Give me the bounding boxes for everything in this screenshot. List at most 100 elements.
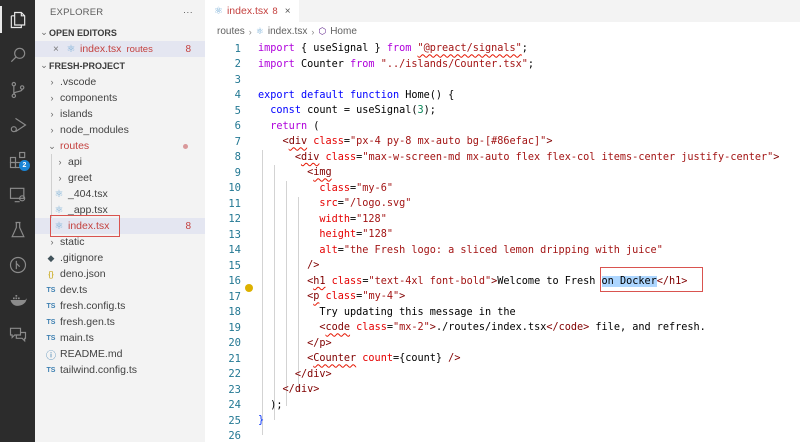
code-line: 3 — [234, 73, 241, 86]
testing-icon — [10, 221, 25, 237]
close-icon[interactable]: × — [53, 43, 59, 55]
problem-count: 8 — [185, 43, 191, 55]
code-line: 8 <div class="max-w-screen-md mx-auto fl… — [234, 151, 780, 164]
indent-guide — [298, 197, 299, 391]
tree-item-node-modules[interactable]: ›node_modules — [35, 122, 205, 138]
tab-index-tsx[interactable]: ⚛ index.tsx 8 × — [205, 0, 299, 22]
testing-button[interactable] — [0, 212, 35, 247]
tree-item-404[interactable]: ⚛_404.tsx — [54, 188, 108, 200]
breadcrumb-routes[interactable]: routes — [217, 26, 245, 37]
docker-icon — [10, 294, 27, 306]
react-file-icon: ⚛ — [66, 43, 76, 55]
breadcrumb-file[interactable]: index.tsx — [267, 26, 308, 37]
code-line: 6 return ( — [234, 120, 320, 133]
chevron-right-icon: › — [311, 26, 315, 37]
chat-button[interactable] — [0, 317, 35, 352]
project-label: FRESH-PROJECT — [49, 60, 126, 71]
extensions-button[interactable]: 2 — [0, 142, 35, 177]
code-line: 9 <img — [234, 166, 332, 179]
code-line: 18 Try updating this message in the — [228, 306, 516, 319]
chevron-right-icon: › — [50, 109, 54, 119]
code-line: 15 /> — [228, 259, 320, 272]
more-actions-button[interactable]: ··· — [182, 6, 193, 18]
breadcrumb-symbol[interactable]: Home — [330, 26, 357, 37]
breadcrumb: routes › ⚛ index.tsx › ⬡ Home — [205, 22, 800, 41]
file-tree: ›.vscode ›components ›islands ›node_modu… — [35, 74, 205, 378]
tree-item-components[interactable]: ›components — [35, 90, 205, 106]
remote-explorer-icon — [9, 187, 25, 202]
code-line: 21 <Counter count={count} /> — [228, 352, 461, 365]
tree-item-static[interactable]: ›static — [35, 234, 205, 250]
source-control-button[interactable] — [0, 72, 35, 107]
files-icon — [10, 11, 25, 28]
search-button[interactable] — [0, 37, 35, 72]
code-line: 23 </div> — [228, 383, 320, 396]
tree-item-vscode[interactable]: ›.vscode — [35, 74, 205, 90]
indent-guide — [51, 154, 52, 234]
symbol-method-icon: ⬡ — [318, 26, 327, 36]
chevron-right-icon: › — [50, 93, 54, 103]
chevron-right-icon: › — [58, 173, 62, 183]
extensions-badge: 2 — [19, 160, 30, 171]
open-editor-item[interactable]: × ⚛ index.tsx routes 8 — [35, 41, 205, 57]
code-line: 24 ); — [228, 399, 283, 412]
code-line: 13 height="128" — [228, 228, 393, 241]
remote-explorer-button[interactable] — [0, 177, 35, 212]
docker-button[interactable] — [0, 282, 35, 317]
close-tab-button[interactable]: × — [284, 5, 291, 17]
code-line: 11 src="/logo.svg" — [228, 197, 412, 210]
tab-problem-count: 8 — [272, 5, 278, 17]
search-icon — [10, 47, 25, 62]
code-line: 12 width="128" — [228, 213, 387, 226]
indent-guide — [262, 150, 263, 435]
chevron-right-icon: › — [50, 125, 54, 135]
explorer-sidebar: EXPLORER ··· ⌄ OPEN EDITORS × ⚛ index.ts… — [35, 0, 205, 442]
project-section[interactable]: ⌄ FRESH-PROJECT — [35, 57, 205, 74]
run-debug-button[interactable] — [0, 107, 35, 142]
code-line: 10 class="my-6" — [228, 182, 393, 195]
indent-guide — [286, 181, 287, 406]
typescript-file-icon: TS — [46, 318, 56, 326]
open-editor-folder: routes — [126, 43, 153, 55]
lightbulb-icon[interactable] — [245, 284, 253, 293]
tree-item-routes[interactable]: ⌄routes — [35, 138, 205, 154]
git-graph-button[interactable] — [0, 247, 35, 282]
code-line: 19 <code class="mx-2">./routes/index.tsx… — [228, 321, 706, 334]
explorer-title: EXPLORER — [50, 6, 104, 18]
chevron-down-icon: ⌄ — [40, 60, 48, 70]
tree-item-api[interactable]: ›api — [35, 154, 205, 170]
tree-item-gitignore[interactable]: ◆.gitignore — [35, 250, 205, 266]
explorer-button[interactable] — [0, 2, 35, 37]
typescript-file-icon: TS — [46, 286, 56, 294]
problem-count: 8 — [185, 220, 191, 232]
code-line: 14 alt="the Fresh logo: a sliced lemon d… — [228, 244, 663, 257]
tree-item-app[interactable]: ⚛_app.tsx — [54, 204, 108, 216]
code-line: 16 <h1 class="text-4xl font-bold">Welcom… — [205, 274, 800, 293]
text-selection: on Docker — [601, 275, 657, 287]
editor-area: ⚛ index.tsx 8 × routes › ⚛ index.tsx › ⬡… — [205, 0, 800, 442]
react-file-icon: ⚛ — [214, 5, 223, 17]
live-share-chat-icon — [9, 327, 26, 342]
open-editors-section[interactable]: ⌄ OPEN EDITORS — [35, 24, 205, 41]
activity-bar: 2 — [0, 0, 35, 442]
git-file-icon: ◆ — [47, 252, 55, 263]
typescript-file-icon: TS — [46, 302, 56, 310]
tree-item-greet[interactable]: ›greet — [35, 170, 205, 186]
tree-item-islands[interactable]: ›islands — [35, 106, 205, 122]
chevron-right-icon: › — [58, 157, 62, 167]
source-control-icon — [11, 81, 24, 98]
tree-item-deno-json[interactable]: {}deno.json — [35, 266, 205, 282]
typescript-file-icon: TS — [46, 366, 56, 374]
tab-bar: ⚛ index.tsx 8 × — [205, 0, 800, 22]
json-file-icon: {} — [48, 269, 54, 279]
